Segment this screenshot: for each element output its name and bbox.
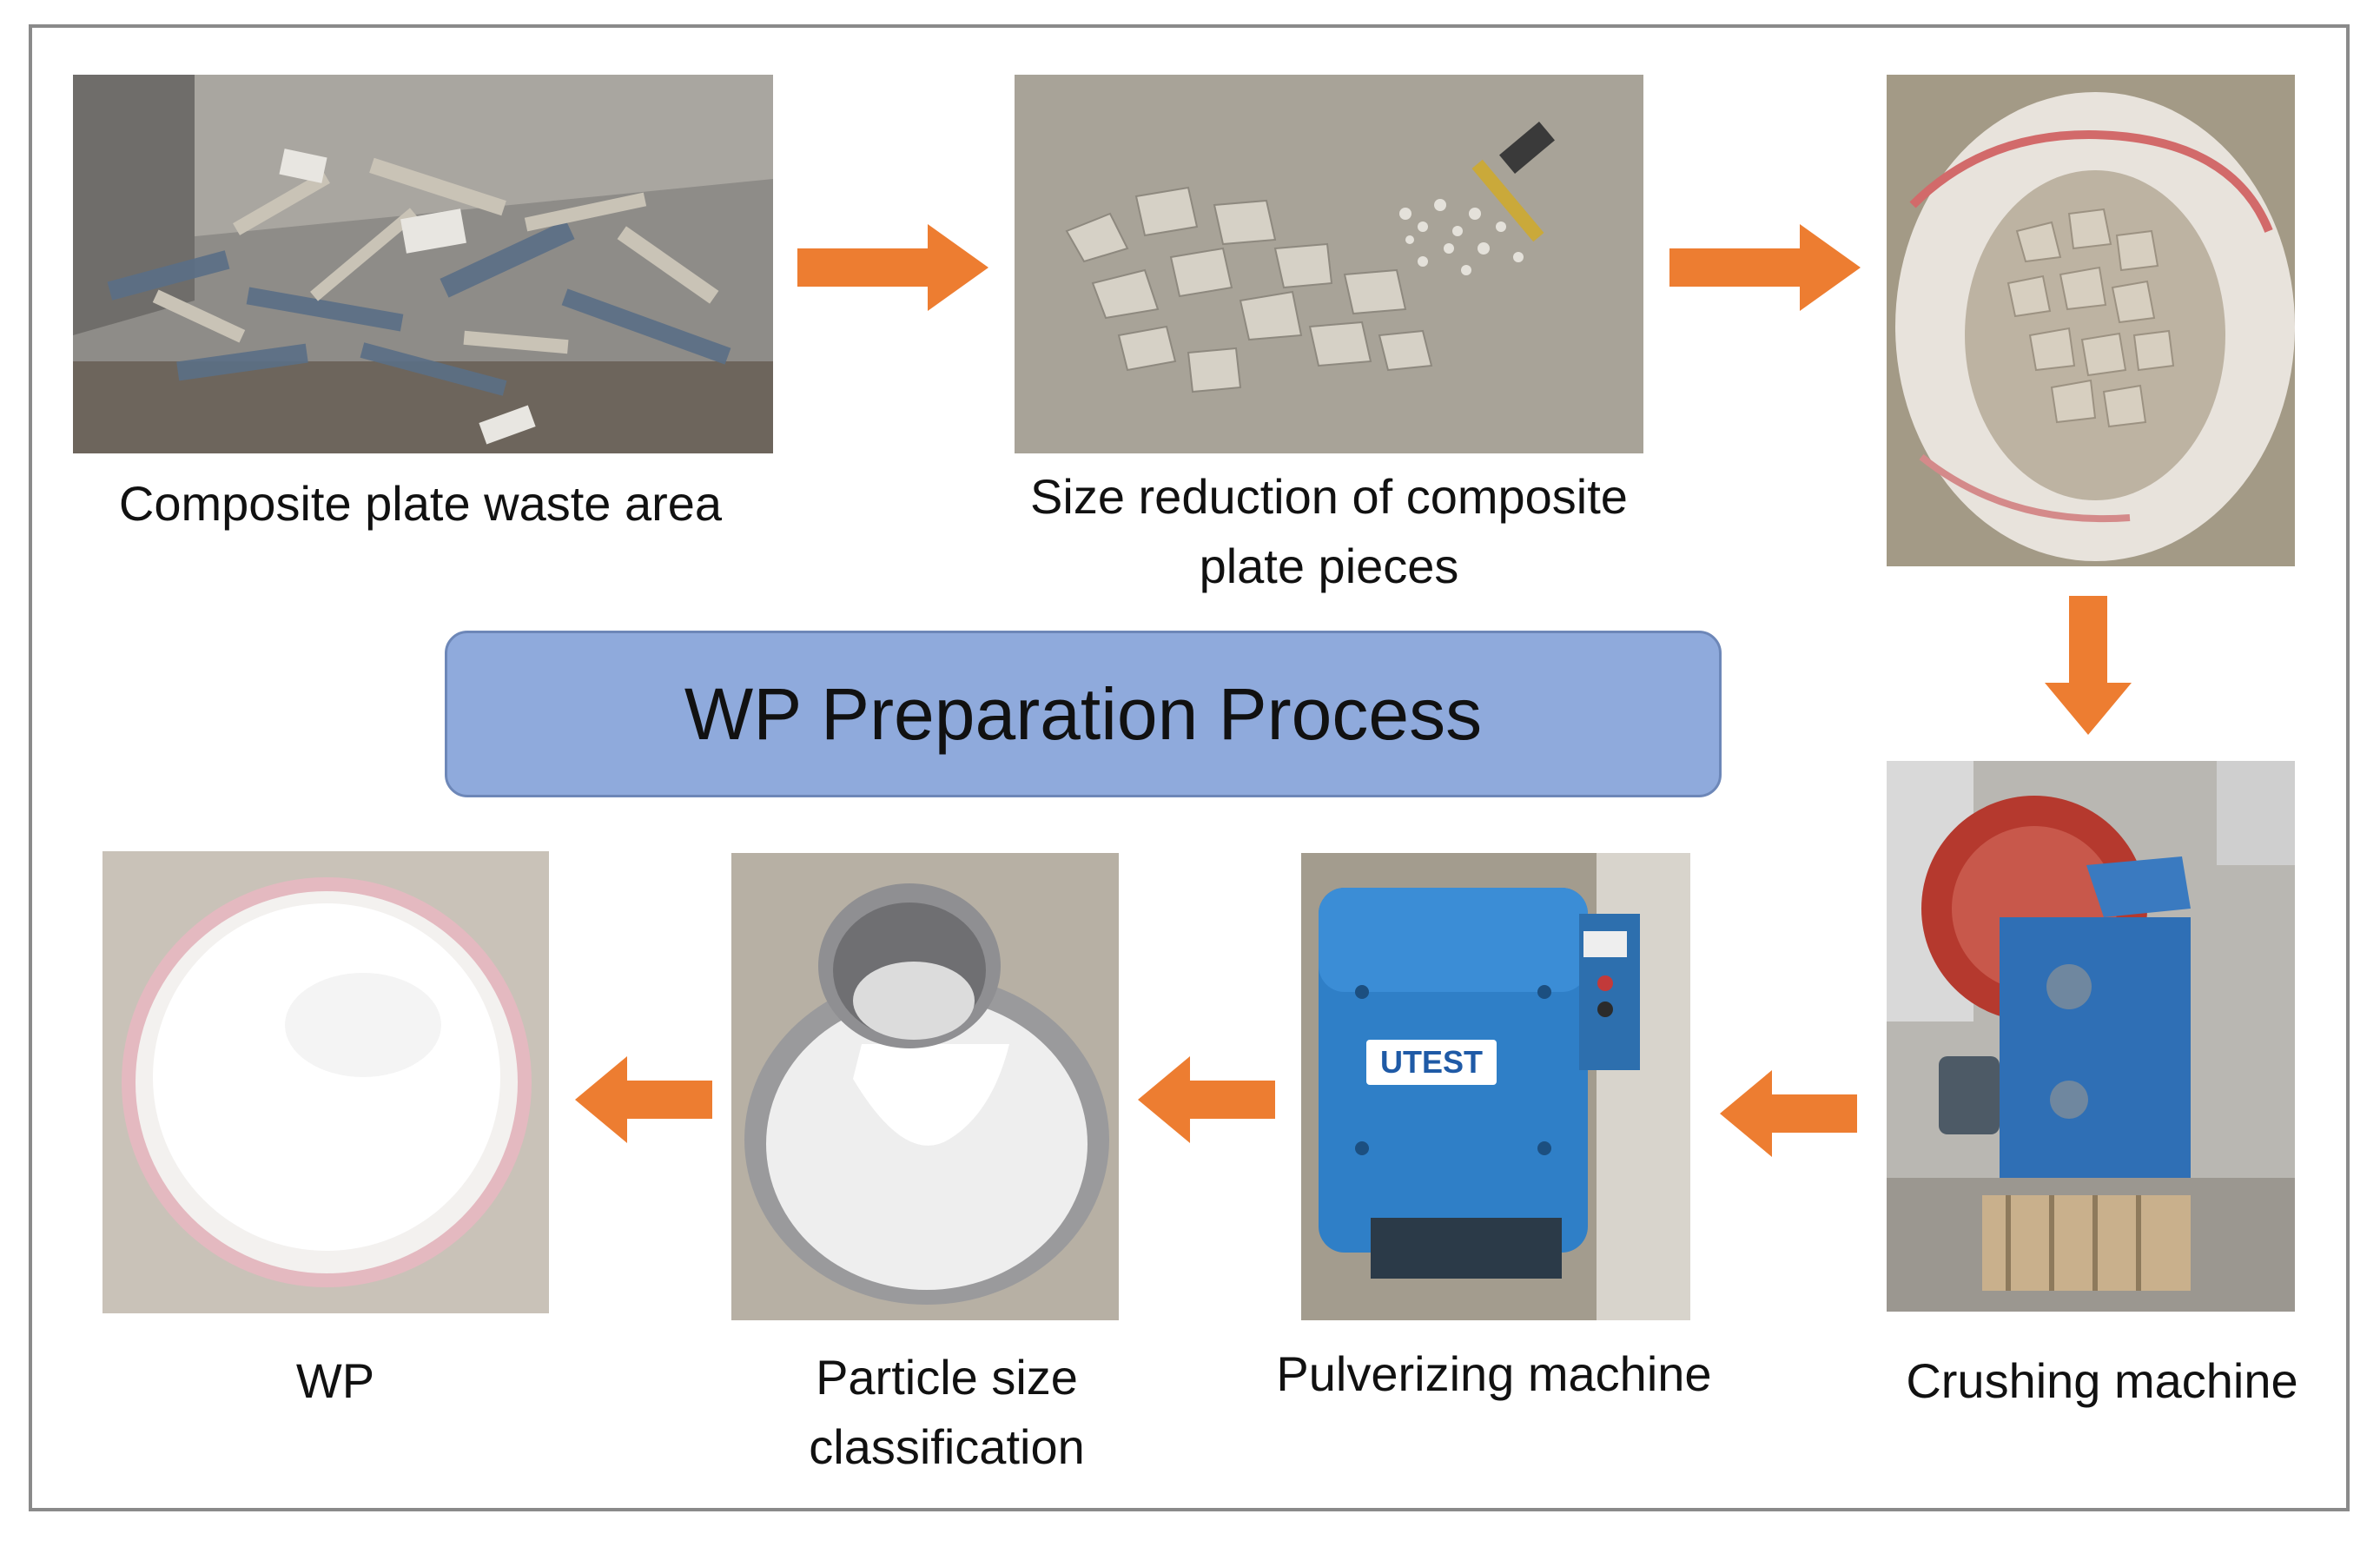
arrow-left-icon — [1720, 1070, 1857, 1157]
caption-particle-size: Particle size classification — [730, 1343, 1164, 1482]
size-reduction-photo — [1015, 75, 1643, 453]
caption-wp: WP — [162, 1346, 509, 1416]
caption-waste-area: Composite plate waste area — [73, 469, 768, 539]
crushing-machine-photo — [1887, 761, 2295, 1312]
arrow-right-icon — [797, 224, 988, 311]
sieve-photo — [731, 853, 1119, 1320]
caption-line: classification — [809, 1419, 1085, 1474]
caption-line: Pulverizing machine — [1276, 1346, 1712, 1401]
caption-line: Crushing machine — [1906, 1353, 2298, 1408]
caption-size-reduction: Size reduction of composite plate pieces — [982, 462, 1676, 601]
arrow-right-icon — [1669, 224, 1861, 311]
diagram-frame — [29, 24, 2350, 1511]
caption-line: Particle size — [816, 1350, 1078, 1405]
caption-line: WP — [295, 1353, 375, 1408]
pulverizing-machine-photo: UTEST — [1301, 853, 1690, 1320]
waste-area-photo — [73, 75, 773, 453]
arrow-down-icon — [2045, 596, 2132, 735]
title-box: WP Preparation Process — [445, 631, 1722, 797]
caption-line: Size reduction of composite — [1030, 469, 1628, 524]
caption-crushing-machine: Crushing machine — [1876, 1346, 2328, 1416]
arrow-left-icon — [575, 1056, 712, 1143]
caption-line: Composite plate waste area — [118, 476, 723, 531]
arrow-left-icon — [1138, 1056, 1275, 1143]
diagram-title: WP Preparation Process — [684, 672, 1483, 755]
caption-pulverizing-machine: Pulverizing machine — [1225, 1339, 1763, 1409]
utest-logo-text: UTEST — [1380, 1044, 1483, 1080]
caption-line: plate pieces — [1199, 539, 1459, 593]
crushed-pieces-bag-photo — [1887, 75, 2295, 566]
wp-powder-photo — [102, 851, 549, 1313]
